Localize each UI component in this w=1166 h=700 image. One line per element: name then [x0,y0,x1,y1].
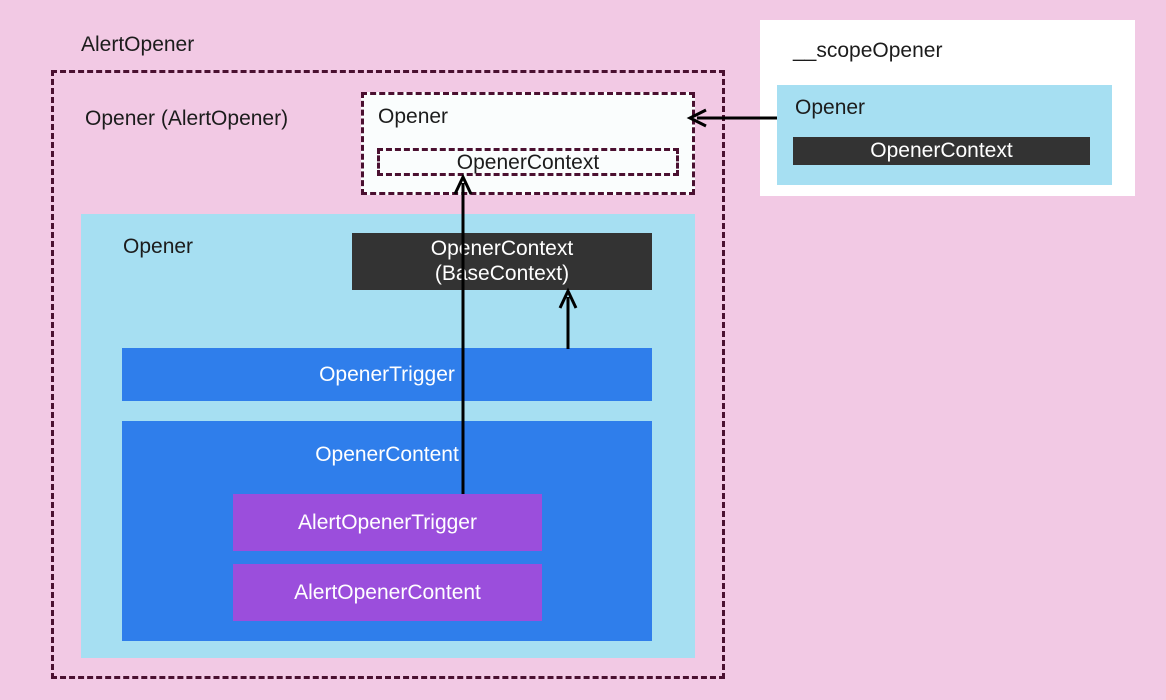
alert-opener-trigger-box: AlertOpenerTrigger [233,494,542,551]
opener-base-context-box: OpenerContext (BaseContext) [352,233,652,290]
page-title: AlertOpener [81,33,195,56]
opener-card-context-label: OpenerContext [456,150,600,174]
opener-panel-label: Opener [123,235,194,258]
outer-scope-box [51,70,725,679]
scope-opener-context-box: OpenerContext [793,137,1090,165]
opener-base-context-line2: (BaseContext) [434,261,570,285]
opener-trigger-box: OpenerTrigger [122,348,652,401]
opener-trigger-label: OpenerTrigger [319,362,455,386]
scope-opener-inner-label: Opener [795,96,866,119]
opener-card-context-box: OpenerContext [377,148,679,176]
opener-card-label: Opener [378,105,449,128]
scope-opener-context-label: OpenerContext [870,139,1013,162]
scope-opener-label: __scopeOpener [793,39,943,62]
alert-opener-trigger-label: AlertOpenerTrigger [298,510,477,534]
outer-scope-label: Opener (AlertOpener) [85,107,289,130]
scope-opener-inner-box: Opener OpenerContext [777,85,1112,185]
opener-card-box [361,92,695,195]
opener-content-label: OpenerContent [315,443,459,466]
opener-base-context-line1: OpenerContext [430,236,574,260]
alert-opener-content-box: AlertOpenerContent [233,564,542,621]
alert-opener-content-label: AlertOpenerContent [294,580,481,604]
